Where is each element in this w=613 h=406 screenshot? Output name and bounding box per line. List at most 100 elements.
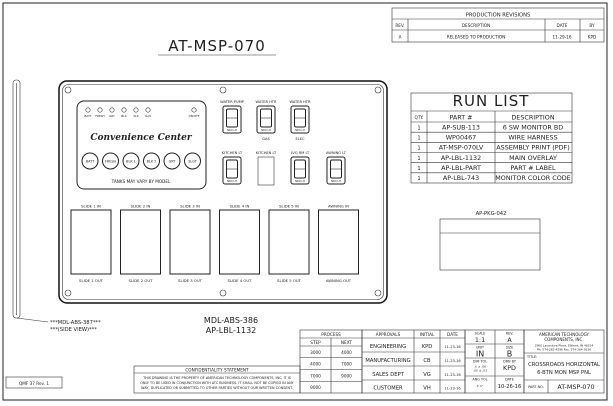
rocker-switch[interactable] — [222, 105, 242, 134]
slide-switch-in-label: SLIDE 5 IN — [279, 204, 299, 209]
approval-role: ENGINEERING — [370, 344, 406, 350]
drawn-by-label: DRN BY — [503, 360, 517, 364]
process-next: 4000 — [341, 350, 352, 355]
company-name: AMERICAN TECHNOLOGY — [539, 332, 590, 337]
monitor-button[interactable] — [163, 152, 181, 170]
rocker-switch[interactable] — [256, 105, 276, 134]
indicator-led — [145, 107, 151, 113]
monitor-button[interactable] — [184, 152, 201, 170]
indicator-led — [85, 107, 91, 113]
approval-initial: VH — [423, 386, 431, 392]
process-step: 3000 — [310, 350, 321, 355]
run-list-desc: MAIN OVERLAY — [509, 154, 557, 162]
rev-header-by: BY — [589, 23, 595, 28]
switch-sublabel: ELEC — [295, 137, 305, 141]
run-list-part: AP-LBL-743 — [443, 174, 479, 182]
run-list-qty: 1 — [417, 166, 420, 172]
monitor-button-label: BLK 2 — [147, 160, 157, 164]
panel-outline — [58, 80, 388, 304]
form-rev-box — [5, 376, 63, 389]
switch-label: AWNING LT — [326, 151, 347, 155]
monitor-button[interactable] — [143, 152, 160, 170]
monitor-button[interactable] — [81, 152, 99, 170]
switch-sublabel: GAS — [262, 137, 270, 141]
indicator-label: BATT — [85, 114, 92, 118]
slide-switch[interactable] — [169, 209, 211, 275]
monitor-button[interactable] — [102, 152, 119, 170]
run-list-header-part: PART # — [449, 114, 472, 122]
process-step: 4000 — [310, 362, 321, 367]
company-title-block: AMERICAN TECHNOLOGY COMPONENTS, INC. 290… — [523, 329, 605, 394]
date-label: DATE — [505, 378, 514, 382]
rocker-switch[interactable] — [326, 156, 346, 185]
package-label: AP-PKG-042 — [439, 211, 541, 271]
slide-switch-in-label: AWNING IN — [328, 204, 349, 209]
ang-tol-value: ± 1° — [477, 384, 484, 388]
slide-switch[interactable] — [120, 209, 161, 275]
indicator-label: SLK — [133, 114, 138, 118]
indicator-label: GAS — [145, 114, 151, 118]
form-rev: QMF 37 Rev. 1 — [19, 381, 49, 386]
approval-initial: KPD — [422, 344, 433, 350]
rocker-switch[interactable] — [222, 156, 242, 185]
confidentiality-line: THIS DRAWING IS THE PROPERTY OF AMERICAN… — [142, 376, 291, 380]
run-list-part: AT-MSP-070LV — [439, 144, 484, 152]
approval-date: 11-23-16 — [444, 387, 461, 391]
package-label-text: AP-PKG-042 — [476, 211, 507, 217]
run-list-qty: 1 — [417, 125, 420, 131]
company-phone: Ph: 574-262-4296 Fax: 574-264-9136 — [537, 348, 591, 352]
rocker-switch[interactable] — [290, 105, 310, 134]
revisions-block: PRODUCTION REVISIONS REV. DESCRIPTION DA… — [391, 7, 605, 43]
sheet-border — [2, 2, 608, 401]
slide-switch[interactable] — [268, 209, 310, 275]
revisions-title: PRODUCTION REVISIONS — [466, 13, 531, 19]
approval-initial: VG — [423, 372, 431, 378]
rev-header-date: DATE — [557, 23, 568, 28]
indicator-led — [191, 107, 197, 113]
approval-role: MANUFACTURING — [365, 358, 410, 364]
run-list-part: AP-SUB-113 — [442, 123, 480, 131]
switch-label: LVG RM LT — [291, 151, 310, 155]
run-list-qty: 1 — [417, 176, 420, 182]
switch-part-mark: ND0 LH — [295, 128, 305, 132]
approvals-header: APPROVALS — [376, 332, 401, 337]
rocker-switch[interactable] — [290, 156, 310, 185]
slide-switch-in-label: SLIDE 1 IN — [81, 204, 101, 209]
overlay-model: MDL-ABS-386 — [204, 316, 258, 325]
date-value: 10-26-16 — [498, 384, 522, 390]
monitor-button-label: SLGT — [188, 160, 198, 164]
mounting-hole — [374, 289, 382, 297]
mounting-hole — [64, 86, 72, 94]
rev-row-by: KPD — [588, 35, 597, 40]
confidentiality-block: CONFIDENTIALITY STATEMENT THIS DRAWING I… — [133, 365, 301, 394]
brand-name: Convenience Center — [90, 133, 193, 143]
drawing-title: AT-MSP-070 — [168, 37, 266, 55]
run-list-qty: 1 — [417, 156, 420, 162]
overlay-label: AP-LBL-1132 — [206, 326, 257, 335]
dim-tol-label: DIM TOL — [473, 360, 487, 364]
approval-date: 11-23-16 — [444, 359, 461, 363]
switch-part-mark: ND0 LH — [295, 179, 305, 183]
side-view-caption: ***(SIDE VIEW)*** — [50, 327, 97, 333]
unit-label: UNIT — [476, 346, 485, 350]
slide-switch[interactable] — [70, 209, 112, 275]
slide-switch[interactable] — [318, 209, 359, 275]
slide-switch[interactable] — [219, 209, 260, 275]
monitor-button-label: BATT — [86, 160, 95, 164]
run-list-header-desc: DESCRIPTION — [511, 114, 554, 122]
switch-label: KITCHEN LT — [256, 151, 277, 155]
rev-row-date: 11-29-16 — [552, 35, 571, 40]
mounting-hole — [219, 289, 227, 297]
approval-date: 11-23-16 — [444, 373, 461, 377]
indicator-led — [97, 107, 103, 113]
monitor-button[interactable] — [122, 152, 140, 170]
run-list-qty: 1 — [417, 146, 420, 152]
indicator-led — [133, 107, 139, 113]
side-view: ***MDL-ABS-387*** ***(SIDE VIEW)*** — [12, 79, 101, 333]
run-list-part: AP-LBL-1132 — [441, 154, 481, 162]
rev-label: REV. — [506, 332, 513, 336]
run-list-title: RUN LIST — [453, 92, 530, 110]
company-name-line2: COMPONENTS, INC. — [544, 337, 583, 342]
